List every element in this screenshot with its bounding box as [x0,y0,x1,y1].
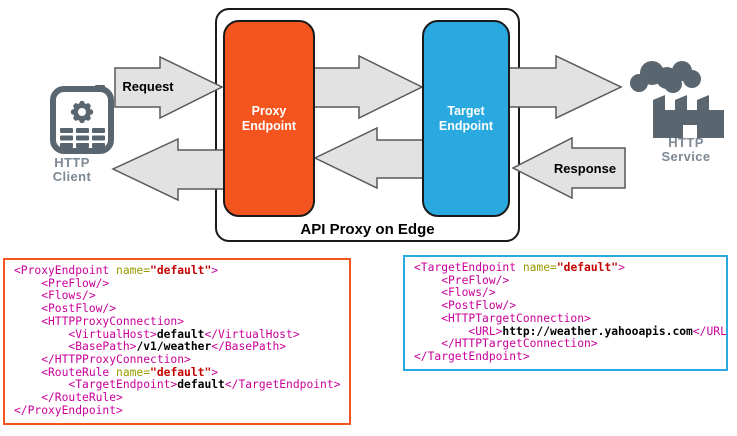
code-line: <PreFlow/> [14,276,110,290]
factory-icon [630,61,724,138]
code-line: </RouteRule> [14,391,123,405]
proxy-endpoint-code-block: <ProxyEndpoint name="default"> <PreFlow/… [3,258,351,425]
code-line: <PostFlow/> [414,299,517,313]
target-endpoint-code-block: <TargetEndpoint name="default"> <PreFlow… [403,255,728,371]
code-line: <HTTPTargetConnection> [414,311,591,325]
response-arrow [511,136,626,200]
code-line: </TargetEndpoint> [414,349,530,363]
response-label: Response [553,161,617,176]
keypad [60,128,105,148]
code-line: <URL>http://weather.yahooapis.com</URL> [414,324,727,338]
code-line: <TargetEndpoint name="default"> [414,261,625,274]
code-line: <HTTPProxyConnection> [14,314,185,328]
request-arrow [114,55,224,120]
target-to-proxy-arrow [313,126,425,190]
container-title: API Proxy on Edge [300,221,435,238]
code-line: </HTTPProxyConnection> [14,352,191,366]
code-line: <PostFlow/> [14,302,117,316]
target-to-service-arrow [503,54,623,120]
gear-icon [71,101,93,123]
code-line: <Flows/> [414,286,496,300]
code-line: </HTTPTargetConnection> [414,337,598,351]
request-label: Request [122,79,174,94]
proxy-to-client-arrow [111,137,229,202]
code-line: <VirtualHost>default</VirtualHost> [14,327,300,341]
code-line: </ProxyEndpoint> [14,403,123,417]
code-line: <ProxyEndpoint name="default"> [14,264,219,277]
proxy-to-target-arrow [313,54,424,120]
code-line: <RouteRule name="default"> [14,365,219,379]
code-line: <Flows/> [14,289,96,303]
mobile-phone-icon [50,85,114,154]
code-line: <PreFlow/> [414,273,510,287]
smoke-cloud-icon [630,61,701,93]
code-line: <TargetEndpoint>default</TargetEndpoint> [14,378,341,392]
code-line: <BasePath>/v1/weather</BasePath> [14,340,287,354]
